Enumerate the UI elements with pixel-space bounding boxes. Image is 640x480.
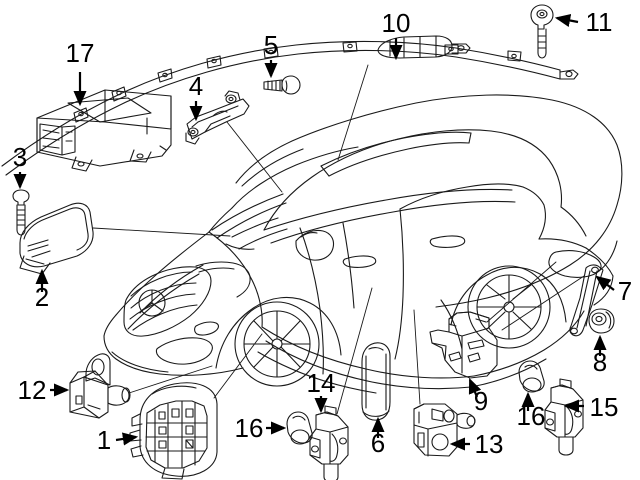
- callout-label-10[interactable]: 10: [382, 8, 411, 38]
- part-driver-airbag-module: [129, 333, 263, 480]
- part-pretensioner-bracket-9: [429, 261, 557, 379]
- callout-label-4[interactable]: 4: [189, 71, 203, 101]
- callout-label-7[interactable]: 7: [618, 276, 632, 306]
- callout-label-3[interactable]: 3: [13, 142, 27, 172]
- arrow-7: [595, 275, 615, 291]
- callout-label-9[interactable]: 9: [474, 386, 488, 416]
- callout-labels: 17 3 2 4 5 10 11 7 8 12 1 16 14 6 13 9 1…: [13, 7, 632, 459]
- part-side-impact-sensor-12: [69, 353, 213, 419]
- part-bracket-4: [185, 90, 283, 193]
- arrow-1: [115, 432, 139, 446]
- part-impact-sensor-14: [309, 287, 373, 480]
- part-impact-sensor-2: [19, 202, 231, 275]
- car-body-outline: [103, 94, 623, 394]
- part-airbag-control-module: [36, 89, 172, 172]
- callout-label-16-left[interactable]: 16: [235, 413, 264, 443]
- part-grommet-8: [588, 308, 615, 334]
- part-clip-16-left: [286, 411, 313, 445]
- part-bolt-3: [12, 189, 30, 236]
- callout-label-13[interactable]: 13: [475, 429, 504, 459]
- callout-label-8[interactable]: 8: [593, 347, 607, 377]
- arrow-9: [468, 377, 482, 398]
- arrow-11: [554, 13, 579, 27]
- callout-label-2[interactable]: 2: [35, 282, 49, 312]
- callout-label-6[interactable]: 6: [371, 428, 385, 458]
- callout-label-15[interactable]: 15: [590, 392, 619, 422]
- callout-label-16-right[interactable]: 16: [517, 401, 546, 431]
- part-bolt-5: [263, 75, 301, 95]
- callout-label-5[interactable]: 5: [264, 30, 278, 60]
- callout-label-11[interactable]: 11: [586, 7, 613, 37]
- callout-label-12[interactable]: 12: [18, 375, 47, 405]
- part-side-airbag-6: [361, 342, 391, 421]
- part-bolt-11: [530, 4, 554, 59]
- callout-label-17[interactable]: 17: [66, 38, 95, 68]
- part-clip-16-right: [518, 360, 545, 393]
- part-rear-bracket-7: [501, 264, 604, 337]
- callout-label-1[interactable]: 1: [97, 425, 111, 455]
- callout-arrows: [13, 13, 615, 451]
- part-side-impact-sensor-15: [544, 378, 584, 456]
- part-rear-impact-sensor-13: [413, 309, 476, 457]
- callout-label-14[interactable]: 14: [307, 368, 336, 398]
- part-curtain-airbag: [1, 35, 579, 176]
